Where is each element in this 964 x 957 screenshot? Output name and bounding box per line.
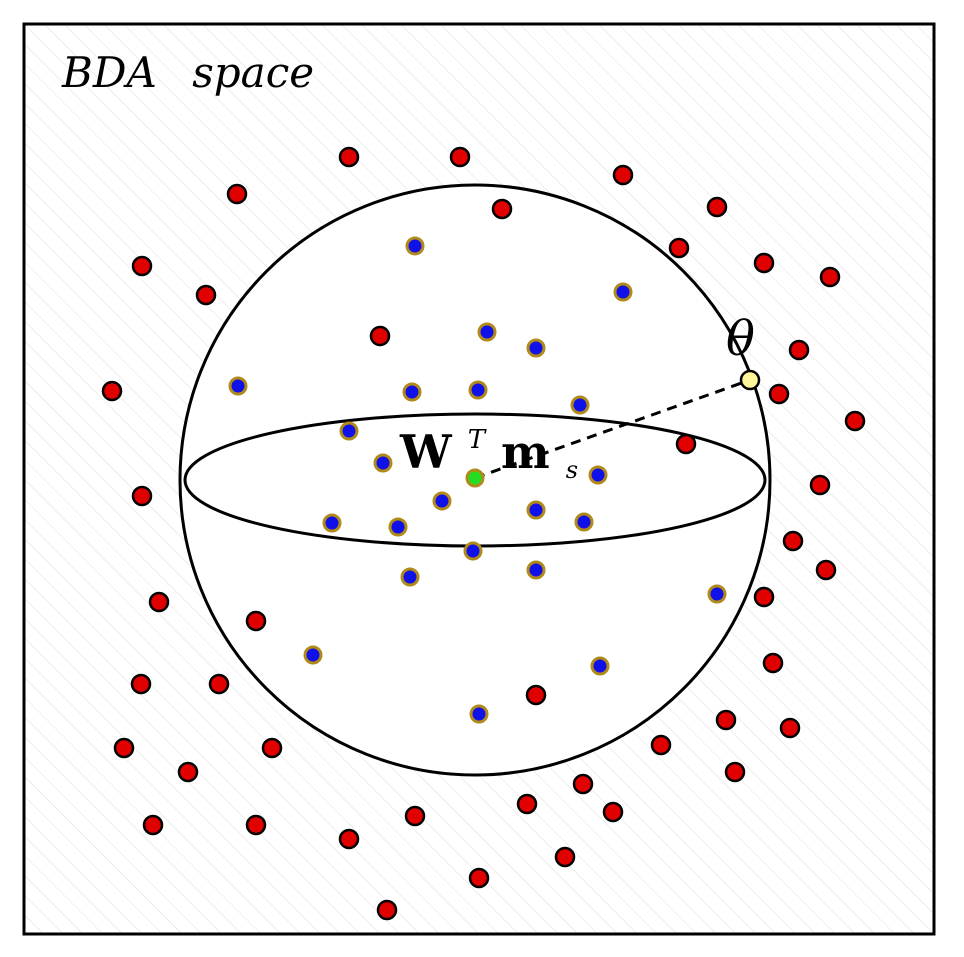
outside-point [675, 433, 697, 455]
inside-point [613, 282, 633, 302]
outside-point [782, 530, 804, 552]
outside-point [195, 284, 217, 306]
outside-point [369, 325, 391, 347]
outside-point [245, 610, 267, 632]
inside-points-group [228, 236, 727, 724]
outside-point [668, 237, 690, 259]
outside-point [516, 793, 538, 815]
outside-point [113, 737, 135, 759]
inside-point [402, 382, 422, 402]
outside-point [449, 146, 471, 168]
outside-point [844, 410, 866, 432]
outside-point [768, 383, 790, 405]
inside-point [469, 704, 489, 724]
outside-point [142, 814, 164, 836]
radius-dashed-line [474, 378, 751, 480]
inside-point [477, 322, 497, 342]
outside-point [809, 474, 831, 496]
outside-point [226, 183, 248, 205]
outside-point [753, 586, 775, 608]
outside-point [572, 773, 594, 795]
inside-point [463, 541, 483, 561]
outside-point [131, 485, 153, 507]
outside-point [788, 339, 810, 361]
inside-point [228, 376, 248, 396]
outside-point [261, 737, 283, 759]
space-title: BDA space [61, 48, 314, 97]
outside-point [815, 559, 837, 581]
outside-point [404, 805, 426, 827]
inside-point [526, 500, 546, 520]
inside-point [707, 584, 727, 604]
outside-point [753, 252, 775, 274]
outside-point [762, 652, 784, 674]
inside-point [388, 517, 408, 537]
inside-point [588, 465, 608, 485]
outside-point [554, 846, 576, 868]
center-label-main: m [501, 425, 550, 479]
outside-point [148, 591, 170, 613]
inside-point [303, 645, 323, 665]
inside-point [322, 513, 342, 533]
inside-point [373, 453, 393, 473]
outside-point [131, 255, 153, 277]
angle-label: θ [726, 311, 755, 367]
outside-point [177, 761, 199, 783]
outside-point [245, 814, 267, 836]
outside-point [724, 761, 746, 783]
inside-point [590, 656, 610, 676]
center-label-superscript: T [468, 425, 487, 455]
outside-point [612, 164, 634, 186]
outside-point [715, 709, 737, 731]
inside-point [526, 338, 546, 358]
inside-point [339, 421, 359, 441]
outside-point [208, 673, 230, 695]
outside-point [819, 266, 841, 288]
outside-point [338, 828, 360, 850]
outside-point [130, 673, 152, 695]
center-label-base: W [399, 425, 453, 479]
inside-point [526, 560, 546, 580]
outside-point [338, 146, 360, 168]
inside-point [432, 491, 452, 511]
center-label: W T m s [399, 405, 578, 484]
inside-point [400, 567, 420, 587]
inside-point [405, 236, 425, 256]
center-label-subscript: s [566, 456, 578, 484]
outside-point [101, 380, 123, 402]
space-title-word2: space [192, 48, 314, 97]
center-point [465, 468, 485, 488]
outside-point [491, 198, 513, 220]
outside-point [376, 899, 398, 921]
outside-points-group [101, 146, 866, 921]
outside-point [602, 801, 624, 823]
outside-point [779, 717, 801, 739]
outside-point [706, 196, 728, 218]
inside-point [574, 512, 594, 532]
outside-point [650, 734, 672, 756]
boundary-point [739, 369, 761, 391]
inside-point [570, 395, 590, 415]
inside-point [468, 380, 488, 400]
space-title-word1: BDA [61, 48, 157, 97]
outside-point [525, 684, 547, 706]
outside-point [468, 867, 490, 889]
